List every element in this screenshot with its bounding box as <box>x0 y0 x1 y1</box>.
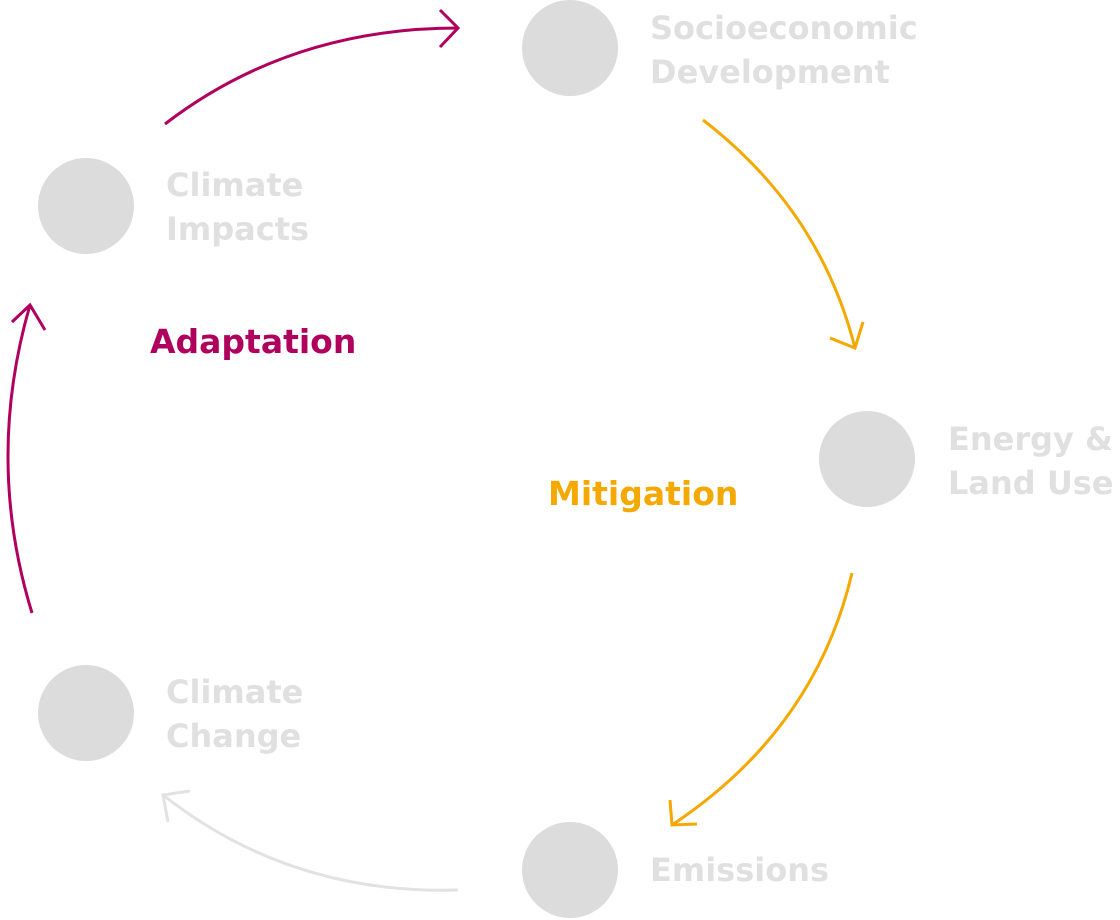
label-line: Climate <box>166 166 304 204</box>
node-socioeconomic-label: Socioeconomic Development <box>650 6 918 94</box>
arrow-energy-to-emissions <box>668 572 854 827</box>
node-energy-circle <box>819 411 915 507</box>
arrow-impacts-to-socioeconomic <box>164 8 461 126</box>
adaptation-label: Adaptation <box>150 322 357 361</box>
node-energy-label: Energy & Land Use <box>948 417 1114 505</box>
label-line: Land Use <box>948 464 1114 502</box>
node-emissions-circle <box>522 822 618 918</box>
label-line: Change <box>166 717 302 755</box>
node-change-label: Climate Change <box>166 670 303 758</box>
label-line: Socioeconomic <box>650 9 918 47</box>
label-line: Climate <box>166 673 304 711</box>
label-line: Impacts <box>166 210 310 248</box>
node-emissions-label: Emissions <box>650 848 829 892</box>
arrow-socioeconomic-to-energy <box>702 118 865 350</box>
label-line: Energy & <box>948 420 1113 458</box>
node-change-circle <box>38 665 134 761</box>
mitigation-label: Mitigation <box>548 474 739 513</box>
node-impacts-label: Climate Impacts <box>166 163 309 251</box>
label-line: Emissions <box>650 851 830 889</box>
arrow-emissions-to-change <box>161 789 459 892</box>
node-socioeconomic-circle <box>522 0 618 96</box>
arrow-change-to-impacts <box>6 302 47 614</box>
label-line: Development <box>650 53 890 91</box>
node-impacts-circle <box>38 158 134 254</box>
